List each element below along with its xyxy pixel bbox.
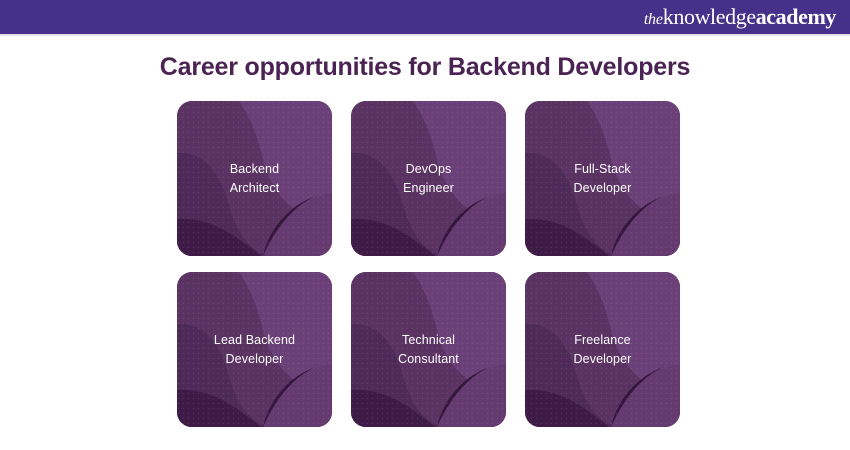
career-card[interactable]: Freelance Developer (525, 272, 680, 427)
career-card-label-line1: Full-Stack (574, 161, 631, 176)
career-card-label-line1: Backend (229, 161, 280, 176)
career-card-label-line1: DevOps (405, 161, 452, 176)
page-header: theknowledgeacademy (0, 0, 850, 34)
career-card-label: Backend Architect (177, 101, 332, 256)
career-card-label-line2: Consultant (398, 351, 459, 366)
card-background-art (525, 272, 680, 427)
card-background-art (351, 101, 506, 256)
page-title: Career opportunities for Backend Develop… (159, 53, 691, 81)
career-card-label: Lead Backend Developer (177, 272, 332, 427)
card-background-art (177, 272, 332, 427)
career-card-label-line1: Lead Backend (213, 332, 296, 347)
career-card-label: DevOps Engineer (351, 101, 506, 256)
logo-word-academy: academy (755, 4, 837, 29)
career-card-label-line2: Developer (573, 351, 632, 366)
career-card-label-line2: Developer (225, 351, 284, 366)
career-card-label-line2: Developer (573, 180, 632, 195)
career-card[interactable]: DevOps Engineer (351, 101, 506, 256)
logo-word-knowledge: knowledge (662, 4, 756, 29)
career-card[interactable]: Full-Stack Developer (525, 101, 680, 256)
career-card-label: Freelance Developer (525, 272, 680, 427)
career-card-grid: Backend Architect DevOps Engineer (177, 101, 680, 427)
career-card-label: Full-Stack Developer (525, 101, 680, 256)
career-card-label-line1: Technical (401, 332, 455, 347)
card-background-art (525, 101, 680, 256)
brand-logo[interactable]: theknowledgeacademy (643, 4, 837, 29)
career-card-label-line1: Freelance (574, 332, 631, 347)
career-card[interactable]: Backend Architect (177, 101, 332, 256)
card-background-art (351, 272, 506, 427)
card-background-art (177, 101, 332, 256)
career-card[interactable]: Technical Consultant (351, 272, 506, 427)
career-card[interactable]: Lead Backend Developer (177, 272, 332, 427)
header-divider (0, 34, 850, 36)
career-card-label-line2: Engineer (403, 180, 454, 195)
career-card-label-line2: Architect (229, 180, 280, 195)
logo-word-the: the (643, 11, 663, 28)
career-card-label: Technical Consultant (351, 272, 506, 427)
